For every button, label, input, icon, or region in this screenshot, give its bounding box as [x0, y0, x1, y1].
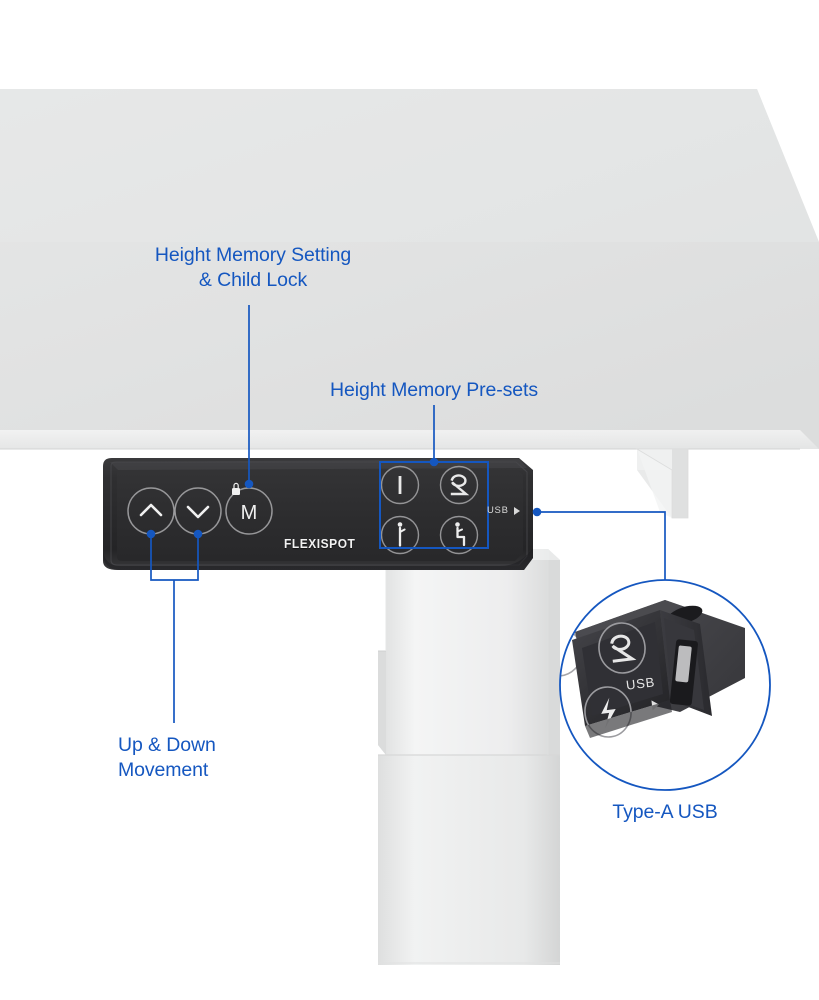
- desk-mount-bracket: [635, 448, 689, 519]
- callout-leader-lines: [146, 305, 666, 723]
- callout-label-up-down-movement: Up & Down Movement: [118, 734, 216, 781]
- telescoping-leg-column: [378, 549, 560, 965]
- leader-line-usb: [537, 511, 666, 580]
- svg-text:M: M: [241, 502, 258, 524]
- flexispot-logo: FLEXISPOT: [284, 536, 356, 551]
- preset-1[interactable]: [380, 465, 420, 505]
- leader-dot-memory: [244, 479, 254, 489]
- sitting-person-icon: [455, 522, 466, 547]
- callout-label-height-memory-presets: Height Memory Pre-sets: [329, 379, 539, 401]
- leader-dot-down: [193, 529, 203, 539]
- preset-button-group-highlight: [379, 461, 489, 549]
- preset-sitting[interactable]: [439, 515, 479, 555]
- callout-label-height-memory-setting: Height Memory Setting & Child Lock: [154, 244, 352, 291]
- standing-person-icon: [397, 522, 406, 547]
- zoom-preset-2: [598, 622, 646, 674]
- magnifier-ring: [559, 579, 771, 791]
- leader-dot-up: [146, 529, 156, 539]
- usb-magnifier: [559, 579, 771, 791]
- usb-label: USB: [487, 505, 509, 516]
- preset-2[interactable]: [439, 465, 479, 505]
- preset-standing[interactable]: [380, 515, 420, 555]
- callout-label-type-a-usb: Type-A USB: [612, 801, 718, 823]
- control-panel: M: [103, 458, 533, 570]
- zoom-preset-sitting: [584, 686, 632, 738]
- standing-figure-glyph: [601, 697, 616, 729]
- usb-arrow-icon: [514, 507, 520, 515]
- leader-dot-usb: [532, 507, 542, 517]
- lock-icon: [232, 482, 240, 495]
- desktop-surface: [0, 89, 819, 450]
